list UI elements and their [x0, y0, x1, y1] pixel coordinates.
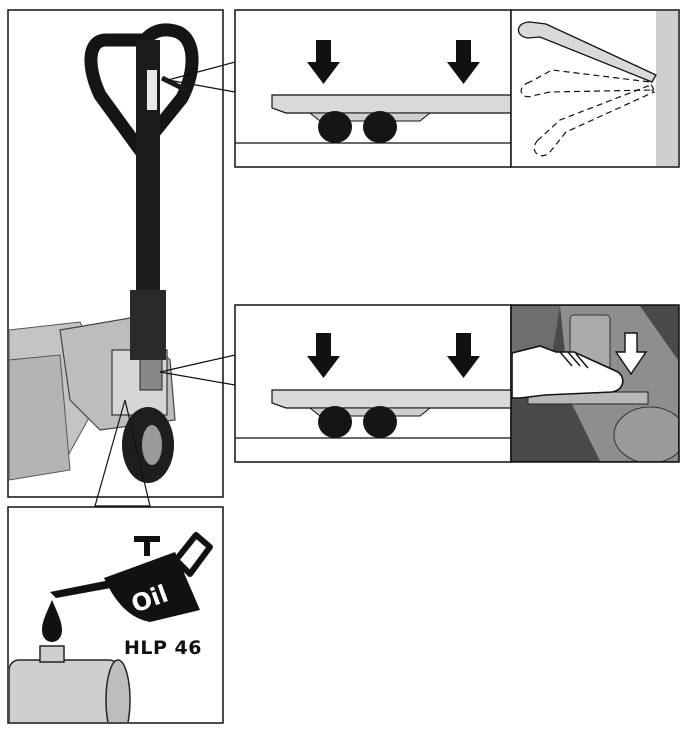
pump-cylinder	[139, 354, 163, 391]
lower-platform-panel-top	[234, 9, 512, 168]
fork-platform-middle	[271, 389, 512, 409]
down-arrow-icon	[447, 40, 480, 84]
lever-solid-position	[517, 21, 657, 83]
down-arrow-icon	[307, 333, 340, 378]
foot-pedal-panel	[510, 304, 680, 463]
control-lever	[160, 75, 192, 95]
down-arrow-icon	[447, 333, 480, 378]
wall-strip	[656, 11, 678, 166]
press-down-arrow-icon	[614, 332, 648, 376]
handle-socket	[130, 290, 166, 360]
oil-drop-icon	[42, 600, 62, 642]
load-roller-front-top	[318, 111, 352, 143]
pump-reservoir	[613, 406, 678, 461]
handle-position-panel	[510, 9, 680, 168]
handle-label-sticker	[147, 70, 157, 110]
load-roller-rear-middle	[363, 406, 397, 438]
oil-can-cap-stem	[144, 540, 150, 556]
steering-wheel-hub	[142, 425, 162, 465]
load-roller-rear-top	[363, 111, 397, 143]
oil-can-spout	[50, 578, 122, 598]
fork-arm-lower	[9, 354, 71, 481]
pallet-truck-panel	[7, 9, 236, 507]
fork-platform-top	[271, 94, 512, 114]
oil-tank-body	[9, 659, 120, 722]
oil-can-handle	[173, 532, 213, 577]
foot-pedal-icon	[512, 345, 624, 399]
oil-can-icon: Oil	[50, 532, 213, 622]
oil-can-body	[104, 552, 200, 622]
oil-panel: Oil HLP 46	[7, 506, 224, 724]
lever-dashed-position-middle	[520, 69, 655, 98]
lower-platform-panel-middle	[234, 304, 512, 463]
load-roller-front-middle	[318, 406, 352, 438]
oil-tank-filler-neck	[39, 645, 65, 663]
shoe-laces	[559, 351, 589, 369]
callout-line-bottom	[94, 399, 151, 507]
oil-can-cap-top	[134, 536, 160, 542]
lever-dashed-position-low	[533, 85, 656, 157]
tow-handle-loop	[84, 23, 199, 157]
down-arrow-icon	[307, 40, 340, 84]
oil-tank-end-cap	[105, 659, 131, 722]
oil-spec-label: HLP 46	[124, 637, 202, 659]
